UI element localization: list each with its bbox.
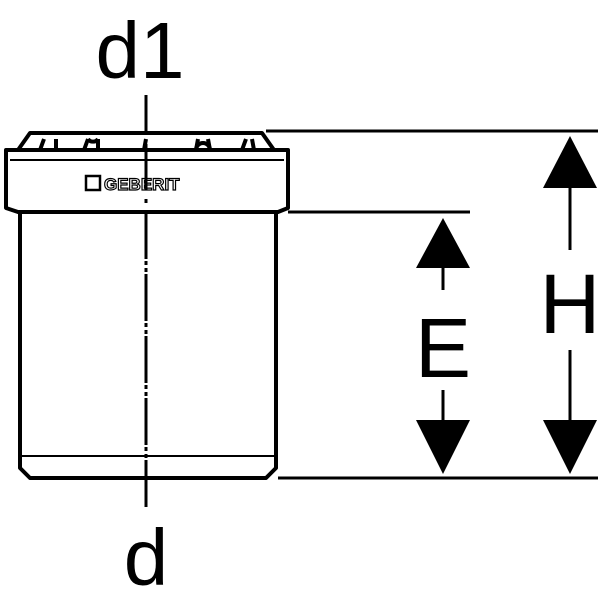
dimension-h-arrow-up <box>543 136 597 188</box>
label-d: d <box>124 513 169 600</box>
dimension-e: E <box>415 218 471 474</box>
cap-crown <box>16 131 276 152</box>
label-e: E <box>415 301 471 395</box>
brand-label: GEBERIT <box>104 175 180 194</box>
dimension-h-arrow-down <box>543 420 597 474</box>
dimension-h: H <box>540 136 600 474</box>
dimension-e-arrow-up <box>416 218 470 268</box>
geberit-logo-icon: GEBERIT <box>84 174 181 195</box>
dimension-e-arrow-down <box>416 420 470 474</box>
pipe-body <box>18 212 278 480</box>
label-h: H <box>540 257 600 351</box>
label-d1: d1 <box>96 6 185 95</box>
